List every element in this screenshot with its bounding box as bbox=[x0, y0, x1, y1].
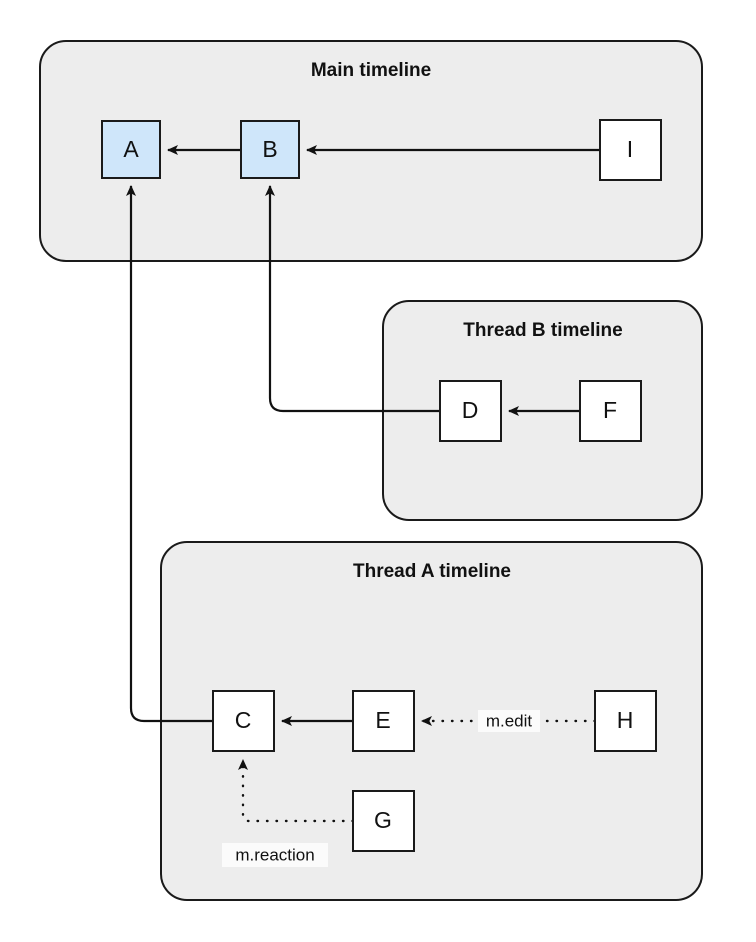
node-box[interactable] bbox=[594, 690, 657, 752]
node-F[interactable]: F bbox=[579, 380, 642, 442]
node-I[interactable]: I bbox=[599, 119, 662, 181]
node-box[interactable] bbox=[212, 690, 275, 752]
node-label: D bbox=[462, 397, 479, 423]
edge-g-to-c bbox=[238, 758, 355, 823]
node-G[interactable]: G bbox=[352, 790, 415, 852]
edge-layer bbox=[126, 145, 600, 823]
node-box[interactable] bbox=[599, 119, 662, 181]
edge-label-m-reaction: m.reaction bbox=[222, 843, 328, 867]
node-box[interactable] bbox=[352, 790, 415, 852]
node-C[interactable]: C bbox=[212, 690, 275, 752]
node-box[interactable] bbox=[579, 380, 642, 442]
node-label: G bbox=[374, 807, 392, 833]
node-box[interactable] bbox=[101, 120, 161, 179]
node-box[interactable] bbox=[352, 690, 415, 752]
group-title-thread-b-timeline: Thread B timeline bbox=[463, 320, 622, 341]
node-box[interactable] bbox=[439, 380, 502, 442]
edge-label-background bbox=[222, 843, 328, 867]
node-label: I bbox=[627, 136, 633, 162]
node-box[interactable] bbox=[240, 120, 300, 179]
node-label: H bbox=[617, 707, 634, 733]
node-label: B bbox=[262, 136, 277, 162]
node-E[interactable]: E bbox=[352, 690, 415, 752]
node-label: E bbox=[375, 707, 390, 733]
node-label: A bbox=[123, 136, 139, 162]
edge-d-to-b bbox=[265, 185, 440, 413]
node-H[interactable]: H bbox=[594, 690, 657, 752]
edge-c-to-a bbox=[126, 185, 213, 723]
edge-label-m-edit: m.edit bbox=[478, 710, 540, 732]
edge-label-background bbox=[478, 710, 540, 732]
node-D[interactable]: D bbox=[439, 380, 502, 442]
node-label: F bbox=[603, 397, 617, 423]
edge-label-text: m.reaction bbox=[235, 845, 314, 864]
group-title-thread-a-timeline: Thread A timeline bbox=[353, 561, 511, 582]
node-B[interactable]: B bbox=[240, 120, 300, 179]
group-title-main-timeline: Main timeline bbox=[311, 60, 431, 81]
node-label: C bbox=[235, 707, 252, 733]
edge-label-text: m.edit bbox=[486, 711, 533, 730]
node-A[interactable]: A bbox=[101, 120, 161, 179]
